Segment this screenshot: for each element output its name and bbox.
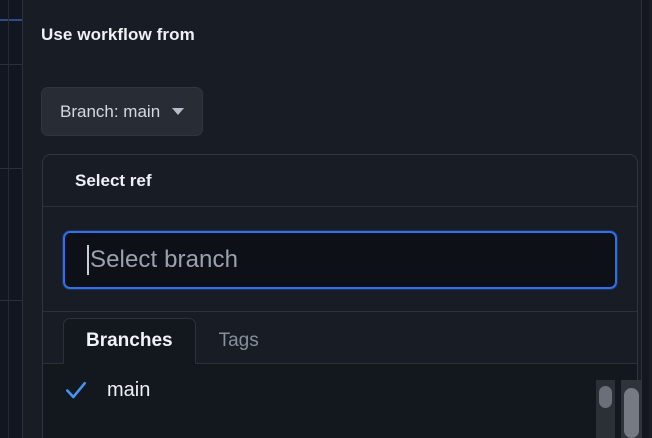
background-divider (0, 168, 22, 169)
background-accent-line (0, 19, 22, 21)
list-item-label: main (107, 378, 151, 401)
branch-filter-placeholder: Select branch (90, 246, 239, 273)
check-icon (66, 381, 86, 399)
ref-tab-list: Branches Tags (43, 312, 637, 364)
select-ref-title: Select ref (75, 170, 152, 190)
scrollbar-gap (617, 380, 621, 438)
chevron-down-icon (172, 108, 185, 115)
branch-selector-button[interactable]: Branch: main (41, 87, 204, 136)
text-cursor (87, 245, 89, 275)
background-divider (0, 64, 22, 65)
window-right-edge (649, 0, 652, 438)
ref-filter-region: Select branch (43, 207, 637, 312)
branch-selector-label: Branch: main (60, 101, 161, 121)
tab-branches-label: Branches (86, 330, 173, 351)
tab-branches[interactable]: Branches (63, 318, 196, 364)
use-workflow-from-dialog: Use workflow from Branch: main Select re… (22, 0, 642, 438)
branch-filter-input[interactable]: Select branch (63, 231, 617, 289)
list-item[interactable]: main (43, 368, 637, 412)
select-ref-panel: Select ref Select branch Branches Tags (42, 154, 638, 438)
tab-tags-label: Tags (218, 330, 259, 351)
background-vertical-rule (8, 0, 9, 438)
page-scrollbar-thumb[interactable] (624, 388, 639, 438)
branch-list: main (43, 364, 637, 438)
tab-tags[interactable]: Tags (196, 318, 282, 364)
background-divider (0, 300, 22, 301)
background-page-strip (0, 0, 22, 438)
list-scrollbar-thumb[interactable] (599, 386, 612, 408)
dialog-title: Use workflow from (41, 25, 195, 44)
select-ref-header: Select ref (43, 155, 637, 207)
